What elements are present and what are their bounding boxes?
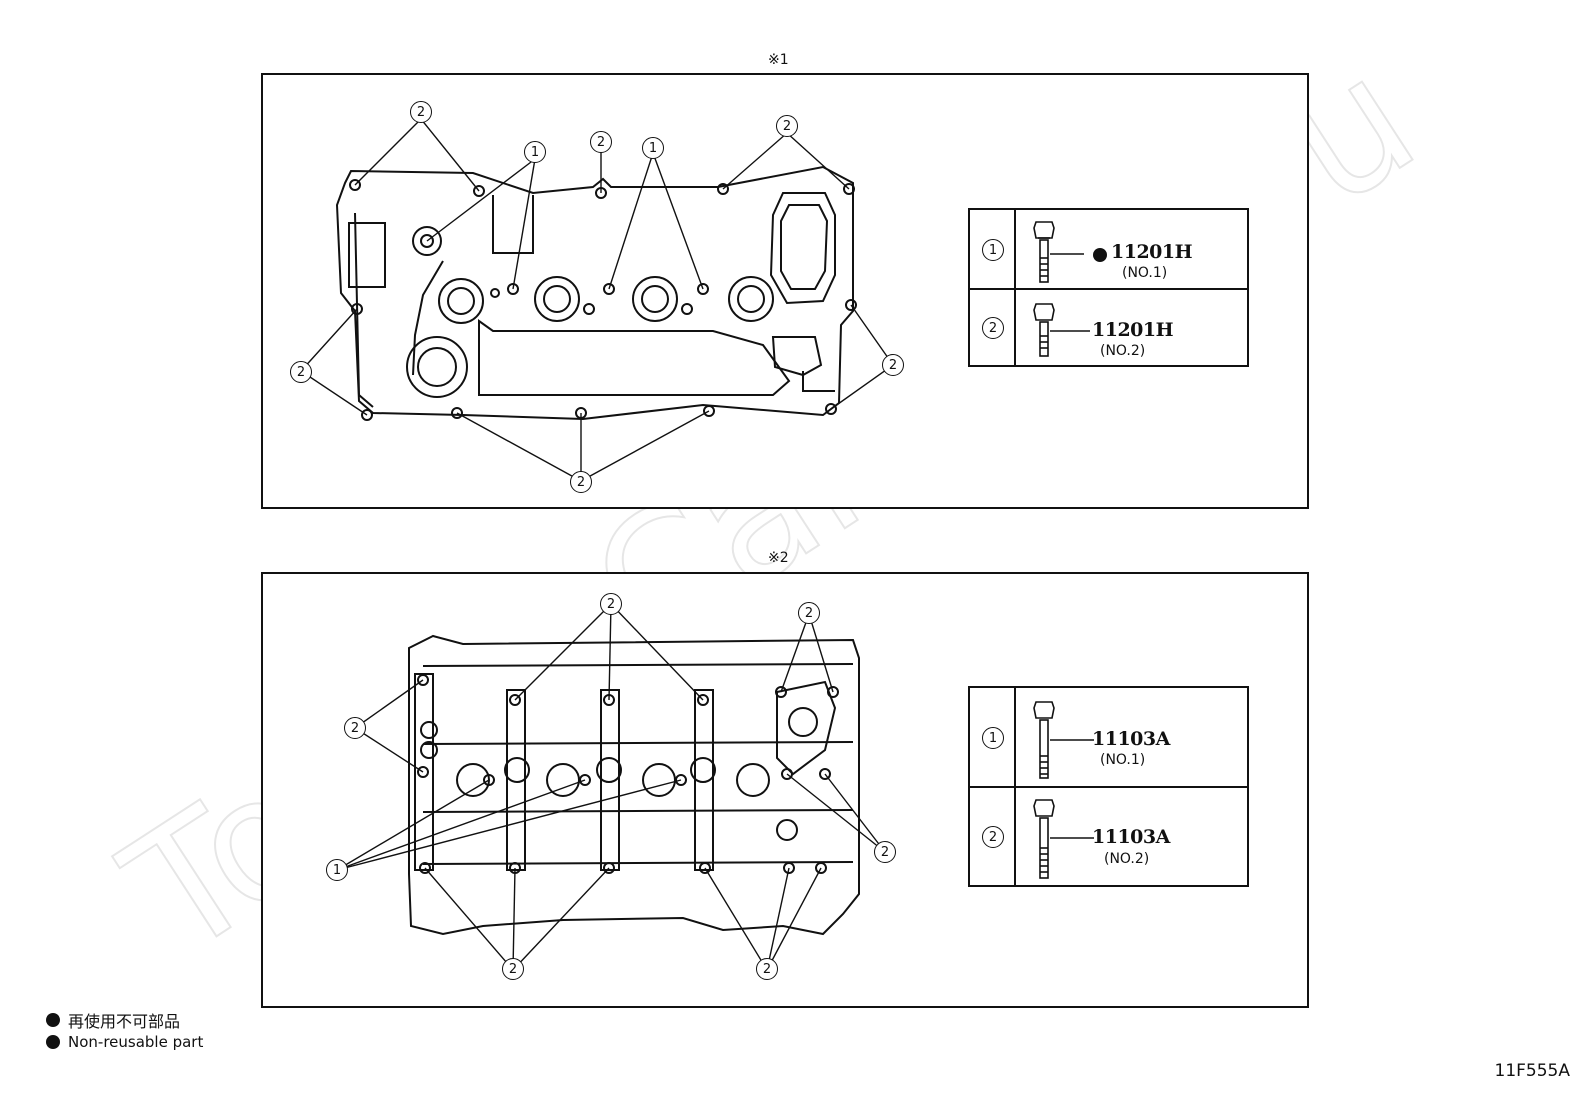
part-index: 1: [982, 727, 1004, 749]
callout-2: 2: [882, 354, 904, 376]
non-reusable-icon: [46, 1013, 60, 1027]
leader-line: [1050, 837, 1094, 839]
cam-housing-drawing: [300, 118, 894, 482]
callout-2: 2: [290, 361, 312, 383]
part-number: 11103A: [1092, 728, 1170, 750]
legend-en-text: Non-reusable part: [68, 1033, 204, 1051]
part-spec: (NO.1): [1122, 265, 1168, 281]
part-number: 11201H: [1092, 319, 1174, 341]
part-number: 11201H: [1111, 241, 1193, 263]
callout-2: 2: [344, 717, 366, 739]
part-index: 2: [982, 317, 1004, 339]
part-index: 2: [982, 826, 1004, 848]
panel-2-label: ※2: [768, 550, 789, 566]
non-reusable-icon: [46, 1035, 60, 1049]
leader-line: [1050, 330, 1090, 332]
bolt-icon: [1033, 303, 1055, 357]
bolt-icon: [1033, 701, 1055, 779]
callout-1: 1: [326, 859, 348, 881]
legend-en: Non-reusable part: [46, 1033, 203, 1051]
callout-1: 1: [642, 137, 664, 159]
parts-table-2: 1 11103A (NO.1) 2: [968, 686, 1249, 887]
parts-row-2: 2 11201H (NO.2): [970, 290, 1247, 365]
part-spec: (NO.2): [1100, 343, 1146, 359]
callout-2: 2: [502, 958, 524, 980]
panel-1-label: ※1: [768, 52, 789, 68]
non-reusable-marker: [1093, 248, 1107, 262]
part-spec: (NO.2): [1104, 851, 1150, 867]
panel-1: 2 1 2 1 2 2 2 2 1 11201H (NO.1): [261, 73, 1309, 509]
callout-2: 2: [874, 841, 896, 863]
parts-row-1: 1 11103A (NO.1): [970, 688, 1247, 788]
part-number: 11103A: [1092, 826, 1170, 848]
bolt-icon: [1033, 221, 1055, 283]
leader-line: [1050, 739, 1094, 741]
callout-2: 2: [570, 471, 592, 493]
callout-2: 2: [776, 115, 798, 137]
figure-code: 11F555A: [1494, 1061, 1571, 1081]
callout-2: 2: [590, 131, 612, 153]
parts-row-2: 2 11103A (NO.2): [970, 788, 1247, 885]
parts-table-1: 1 11201H (NO.1) 2: [968, 208, 1249, 367]
part-index: 1: [982, 239, 1004, 261]
cylinder-head-drawing: [336, 603, 886, 971]
leader-line: [1050, 253, 1084, 255]
callout-2: 2: [756, 958, 778, 980]
legend-jp: 再使用不可部品: [46, 1008, 180, 1032]
callout-1: 1: [524, 141, 546, 163]
callout-2: 2: [798, 602, 820, 624]
panel-2: 2 2 2 1 2 2 2 1 11103A (NO.1): [261, 572, 1309, 1008]
legend-jp-text: 再使用不可部品: [68, 1012, 181, 1031]
callout-2: 2: [410, 101, 432, 123]
bolt-icon: [1033, 799, 1055, 879]
parts-row-1: 1 11201H (NO.1): [970, 210, 1247, 290]
part-spec: (NO.1): [1100, 752, 1146, 768]
callout-2: 2: [600, 593, 622, 615]
